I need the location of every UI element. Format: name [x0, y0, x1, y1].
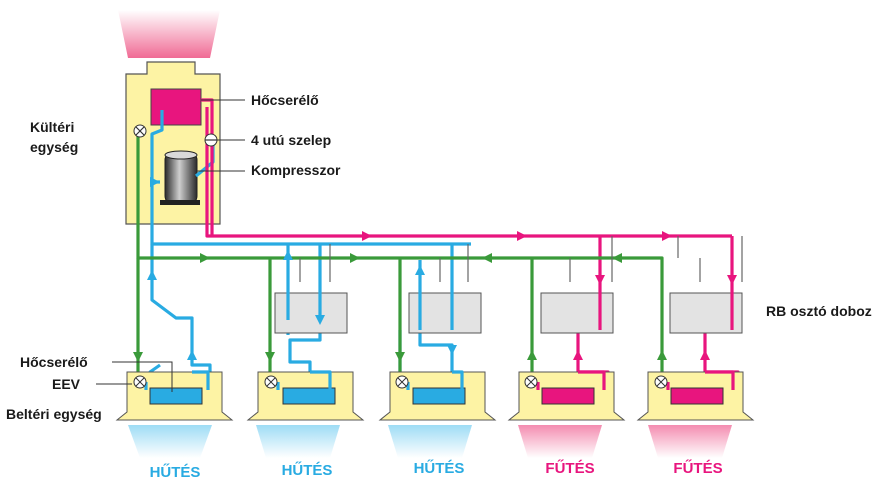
heat-exchanger-label: Hőcserélő [251, 92, 319, 108]
eev-icon-5 [654, 375, 668, 389]
eev-icon-2 [264, 375, 278, 389]
rb-grey-links [329, 236, 743, 282]
rb-boxes [274, 292, 743, 334]
leader-lines [96, 99, 245, 392]
outdoor-unit-label: Kültéri egység [30, 119, 79, 155]
mode-label-unit-2: HŰTÉS [281, 462, 333, 479]
eev-icon-1 [133, 375, 147, 389]
rb-box-1 [274, 292, 348, 334]
mode-label-unit-3: HŰTÉS [413, 460, 465, 477]
eev-icon-3 [395, 375, 409, 389]
flow-arrows [133, 177, 737, 362]
outdoor-exhaust-plume [118, 10, 220, 58]
compressor-icon [160, 150, 200, 205]
outdoor-heat-exchanger [150, 88, 202, 126]
mode-label-unit-4: FŰTÉS [545, 460, 595, 477]
four-way-valve-icon [204, 133, 218, 147]
four-way-valve-label: 4 utú szelep [251, 132, 332, 148]
mode-label-unit-1: HŰTÉS [149, 464, 201, 481]
eev-icon-4 [524, 375, 538, 389]
indoor-heat-exchanger-label: Hőcserélő [20, 354, 88, 370]
blue-to-unit1 [150, 244, 212, 392]
indoor-unit-label: Beltéri egység [6, 406, 102, 422]
mode-label-unit-5: FŰTÉS [673, 460, 723, 477]
rb-box-3 [540, 292, 614, 334]
compressor-label: Kompresszor [251, 162, 341, 178]
rb-box-label: RB osztó doboz [766, 303, 872, 319]
eev-label: EEV [52, 376, 81, 392]
indoor-airflow [128, 425, 732, 458]
eev-valve-icons [133, 375, 668, 389]
outdoor-expansion-valve-icon [133, 124, 147, 138]
rb-grey-links-2 [299, 258, 701, 282]
rb-box-4 [669, 292, 743, 334]
